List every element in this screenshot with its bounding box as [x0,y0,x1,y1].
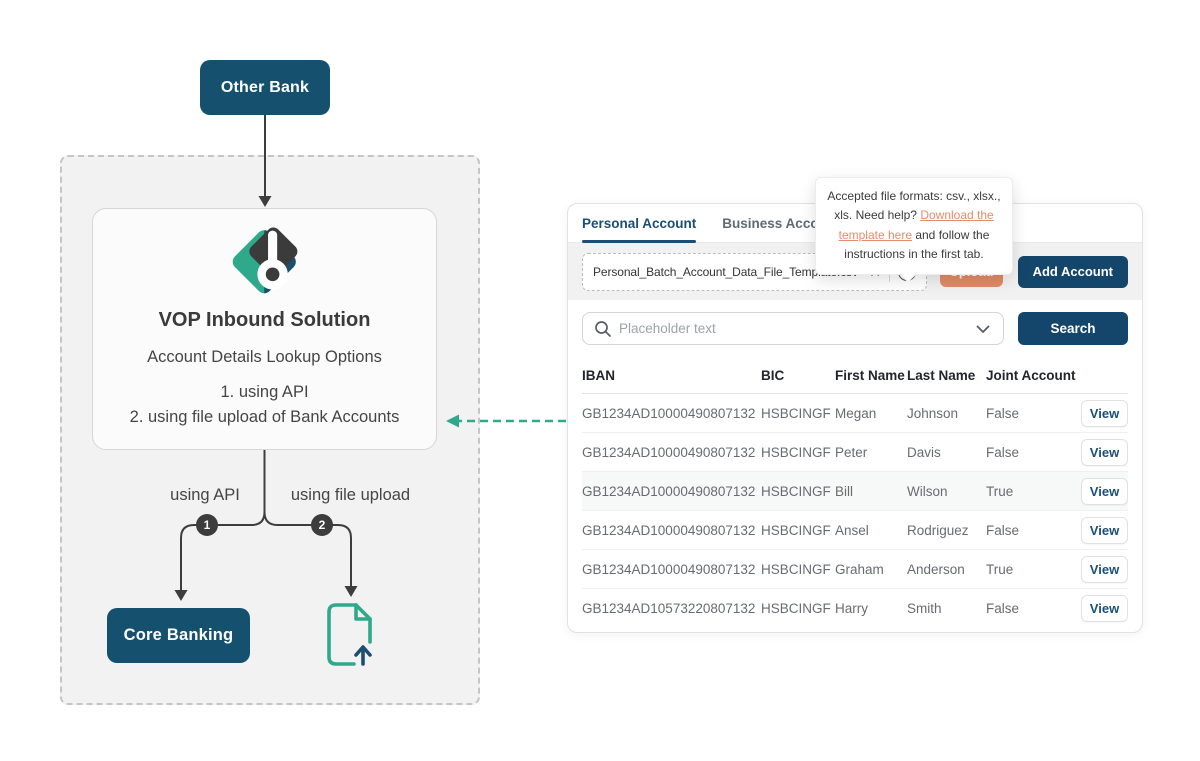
cell-iban: GB1234AD10000490807132 [582,405,756,421]
cell-joint-account: False [986,444,1020,460]
cell-joint-account: True [986,561,1014,577]
vop-title: VOP Inbound Solution [158,309,371,331]
table-row: GB1234AD10000490807132 HSBCINGF Ansel Ro… [582,511,1128,550]
search-icon [595,321,611,337]
search-field-wrapper [582,312,1004,345]
cell-first-name: Ansel [835,522,869,538]
vop-option-1: 1. using API [220,383,309,401]
cell-first-name: Bill [835,483,854,499]
tooltip-text-after: and follow the instructions in the first… [844,227,990,262]
view-button[interactable]: View [1081,595,1128,622]
vop-logo-icon [232,227,297,294]
cell-joint-account: True [986,483,1014,499]
branch-label-using-file-upload: using file upload [290,486,411,504]
tab-personal-account[interactable]: Personal Account [582,204,697,243]
cell-last-name: Smith [907,601,942,616]
table-row: GB1234AD10573220807132 HSBCINGF Harry Sm… [582,589,1128,628]
cell-iban: GB1234AD10000490807132 [582,483,756,499]
header-first-name: First Name [835,367,905,383]
uploaded-filename: Personal_Batch_Account_Data_File_Templat… [593,264,858,279]
cell-bic: HSBCINGF [761,405,831,421]
accounts-table: IBAN BIC First Name Last Name Joint Acco… [568,357,1142,628]
header-iban: IBAN [582,367,615,383]
cell-bic: HSBCINGF [761,522,831,538]
view-button[interactable]: View [1081,399,1128,427]
header-last-name: Last Name [907,367,976,383]
add-account-button[interactable]: Add Account [1017,255,1128,288]
table-row: GB1234AD10000490807132 HSBCINGF Bill Wil… [582,472,1128,511]
cell-last-name: Wilson [907,483,948,499]
upload-help-tooltip: Accepted file formats: csv., xlsx., xls.… [815,177,1013,283]
cell-bic: HSBCINGF [761,483,831,499]
tab-business-account[interactable]: Business Account [722,204,839,242]
view-button[interactable]: View [1081,438,1128,466]
cell-last-name: Rodriguez [907,522,969,538]
view-button[interactable]: View [1081,477,1128,505]
cell-last-name: Davis [907,444,941,460]
other-bank-node: Other Bank [200,60,330,115]
other-bank-label: Other Bank [220,78,310,96]
cell-iban: GB1234AD10000490807132 [582,444,756,460]
tab-business-account-label: Business Account [722,215,840,231]
cell-joint-account: False [986,522,1020,538]
table-header-row: IBAN BIC First Name Last Name Joint Acco… [582,357,1128,394]
cell-first-name: Graham [835,561,884,577]
cell-last-name: Johnson [907,405,959,421]
cell-bic: HSBCINGF [761,561,831,577]
view-button[interactable]: View [1081,516,1128,544]
cell-last-name: Anderson [907,561,965,577]
cell-iban: GB1234AD10573220807132 [582,601,756,616]
search-row: Search [568,300,1142,357]
chevron-down-icon[interactable] [976,325,990,334]
branch-badge-2: 2 [311,514,333,536]
cell-bic: HSBCINGF [761,601,831,616]
tooltip-text-before: Accepted file formats: csv., xlsx., xls.… [827,189,1001,223]
cell-joint-account: False [986,601,1020,616]
core-banking-node: Core Banking [107,608,250,663]
header-joint-account: Joint Account [986,367,1076,383]
cell-iban: GB1234AD10000490807132 [582,561,756,577]
cell-iban: GB1234AD10000490807132 [582,522,756,538]
download-template-link[interactable]: Download the template here [838,208,994,242]
search-input[interactable] [583,313,1003,344]
table-row: GB1234AD10000490807132 HSBCINGF Peter Da… [582,433,1128,472]
cell-first-name: Peter [835,444,868,460]
vop-subtitle: Account Details Lookup Options [147,348,382,366]
cell-first-name: Harry [835,601,868,616]
branch-badge-1: 1 [196,514,218,536]
vop-inbound-box: VOP Inbound Solution Account Details Loo… [92,208,437,450]
cell-bic: HSBCINGF [761,444,831,460]
table-row: GB1234AD10000490807132 HSBCINGF Megan Jo… [582,394,1128,433]
file-upload-icon [327,603,372,666]
vop-option-2: 2. using file upload of Bank Accounts [129,408,400,426]
table-row: GB1234AD10000490807132 HSBCINGF Graham A… [582,550,1128,589]
search-button[interactable]: Search [1018,312,1128,345]
cell-joint-account: False [986,405,1020,421]
branch-label-using-api: using API [170,486,240,504]
tab-personal-account-label: Personal Account [582,215,697,231]
header-bic: BIC [761,367,785,383]
view-button[interactable]: View [1081,555,1128,583]
core-banking-label: Core Banking [123,626,234,644]
cell-first-name: Megan [835,405,877,421]
